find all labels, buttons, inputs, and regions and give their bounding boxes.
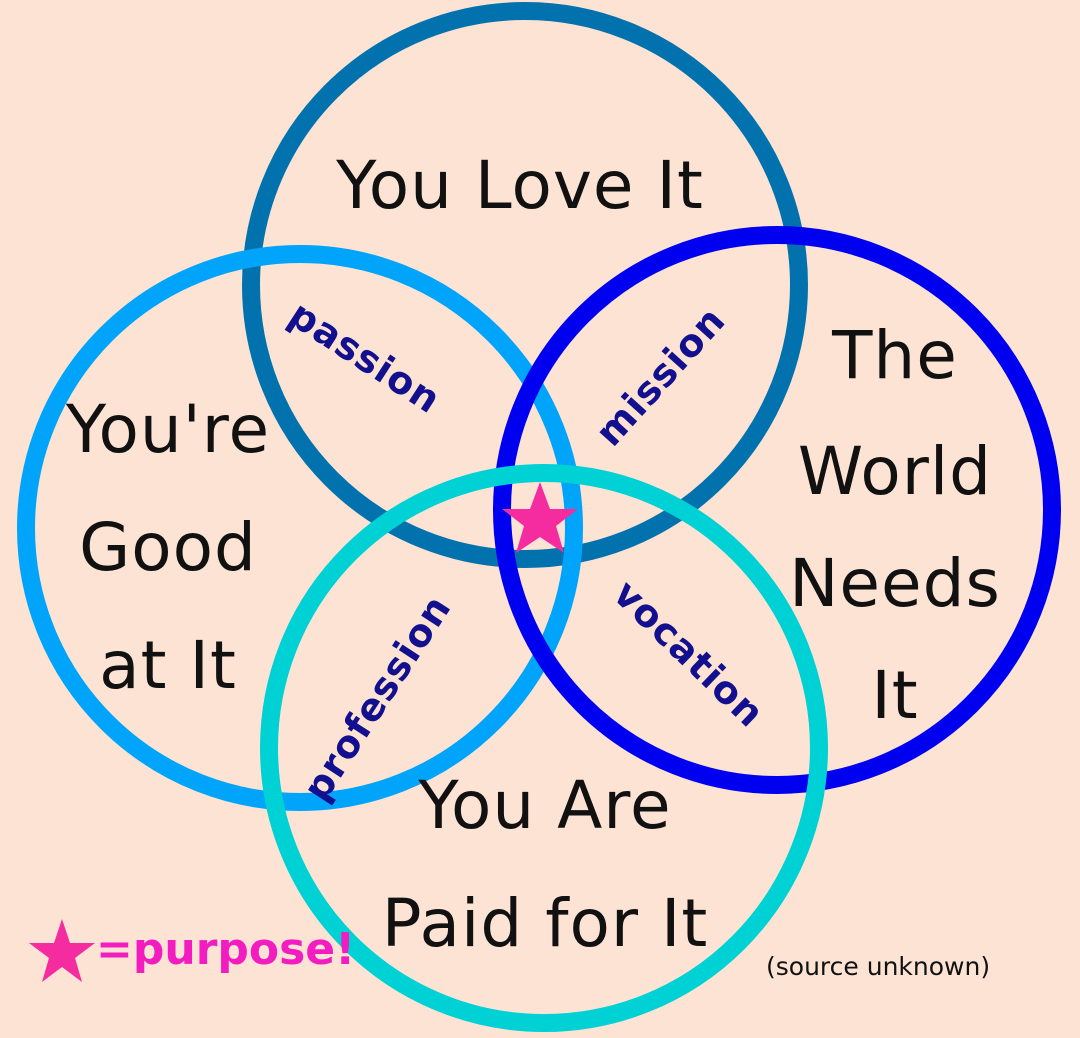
label-vocation: vocation xyxy=(605,571,773,736)
label-good-line1: You're xyxy=(65,391,270,468)
source-note: (source unknown) xyxy=(766,952,990,981)
legend-star-icon xyxy=(29,919,95,982)
circle-needs xyxy=(493,226,1061,794)
star-icon xyxy=(502,482,578,553)
label-needs-line1: The xyxy=(831,317,958,394)
label-love: You Love It xyxy=(335,147,704,224)
label-good-line2: Good xyxy=(79,509,257,586)
label-good-line3: at It xyxy=(99,627,237,704)
circle-good xyxy=(17,245,583,811)
label-needs-line2: World xyxy=(798,433,992,510)
label-paid-line1: You Are xyxy=(417,767,671,844)
label-paid-line2: Paid for It xyxy=(382,885,709,962)
label-mission: mission xyxy=(587,298,734,455)
circle-paid xyxy=(260,464,828,1032)
label-passion: passion xyxy=(281,292,449,422)
label-needs-line3: Needs xyxy=(789,545,1001,622)
legend-text: =purpose! xyxy=(96,924,355,975)
circle-love xyxy=(242,2,808,568)
label-needs-line4: It xyxy=(871,657,918,734)
